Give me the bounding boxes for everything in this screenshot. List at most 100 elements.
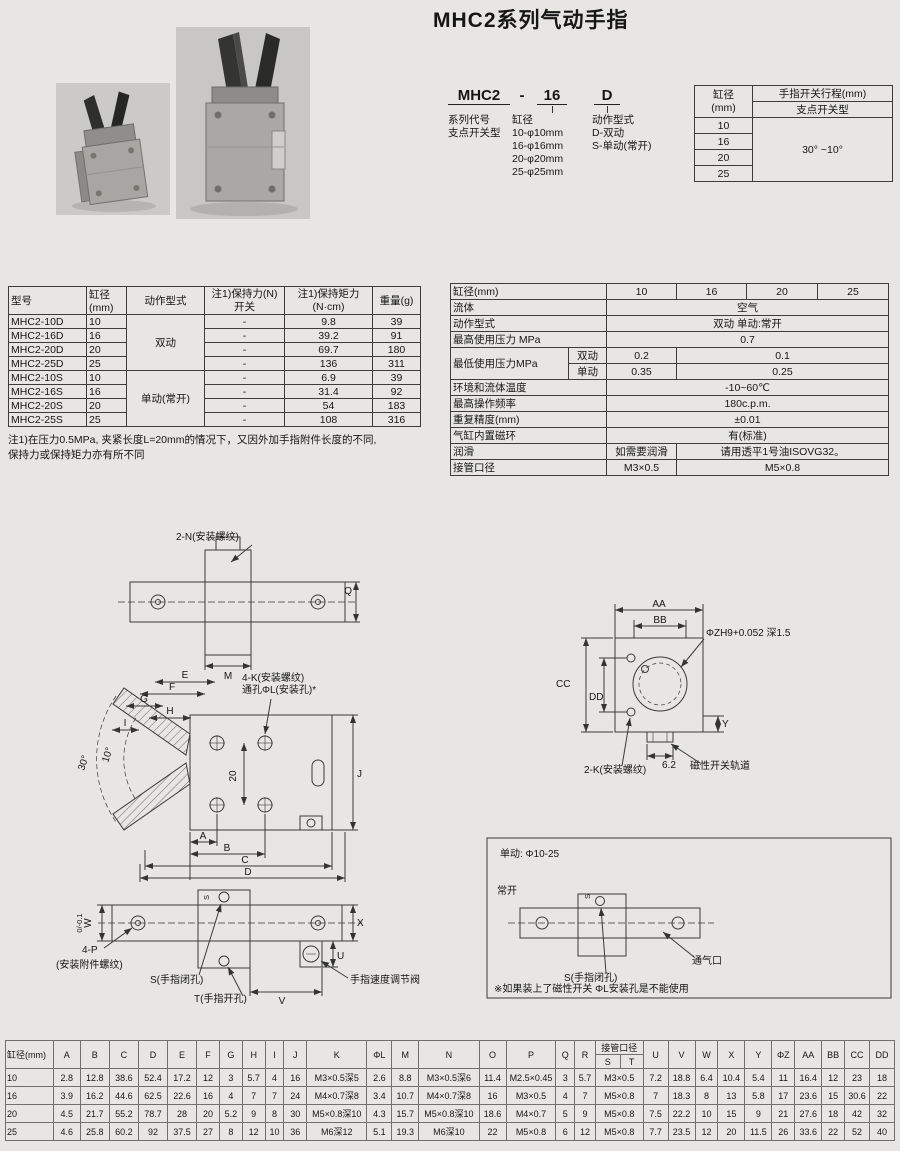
- dim-port-t: T: [619, 1054, 644, 1069]
- dim-table-row: 10 2.8 12.8 38.6 52.4 17.2 12 3 5.7 4 16…: [5, 1068, 896, 1087]
- label-dim-d: D: [244, 867, 251, 878]
- spec-label: 动作型式: [450, 315, 607, 332]
- drawing-single-acting-box: [486, 837, 892, 999]
- dim-cell: 38.6: [108, 1068, 139, 1087]
- spec-bore: 25: [817, 283, 889, 300]
- label-dim-dd: DD: [589, 692, 603, 703]
- spec-value: 0.7: [606, 331, 889, 348]
- table-row: 接管口径 M3×0.5 M5×0.8: [450, 459, 889, 476]
- dim-letter: K: [306, 1040, 368, 1069]
- dim-port: M5×0.8: [594, 1122, 644, 1141]
- dim-letter: P: [505, 1040, 557, 1069]
- dim-cell: 18: [868, 1068, 896, 1087]
- spec-label: 最高使用压力 MPa: [450, 331, 607, 348]
- dim-letter: E: [166, 1040, 198, 1069]
- ordering-action-option: S-单动(常开): [592, 140, 652, 152]
- stroke-bore: 10: [694, 117, 753, 134]
- label-finger-close-hole: S(手指闭孔): [150, 973, 203, 986]
- dim-letter: BB: [821, 1040, 846, 1069]
- label-magnet-switch-note: ※如果装上了磁性开关 ΦL安装孔是不能使用: [494, 982, 689, 995]
- moment-cell: 69.7: [284, 342, 373, 357]
- table-header-row: 型号 缸径(mm) 动作型式 注1)保持力(N) 开关 注1)保持矩力 (N·c…: [8, 286, 421, 315]
- moment-cell: 31.4: [284, 384, 373, 399]
- dim-cell: 3: [555, 1068, 576, 1087]
- dim-cell: 12: [196, 1068, 220, 1087]
- label-dim-y: Y: [722, 719, 729, 730]
- force-header: 注1)保持力(N) 开关: [204, 286, 285, 315]
- table-row: 动作型式 双动 单动:常开: [450, 315, 889, 332]
- dim-cell: 11: [771, 1068, 796, 1087]
- bore-cell: 16: [86, 384, 127, 399]
- table-header-row: 缸径(mm) A B C D E F G H I J K ΦL M N O P …: [5, 1040, 896, 1069]
- label-dim-cc: CC: [556, 679, 570, 690]
- dim-cell: 4: [218, 1086, 243, 1105]
- dim-cell: 22.6: [166, 1086, 198, 1105]
- label-air-port: 通气口: [692, 954, 722, 967]
- order-code-bore: 16: [537, 87, 567, 105]
- dim-cell: 21: [771, 1104, 796, 1123]
- moment-cell: 54: [284, 398, 373, 413]
- weight-cell: 180: [372, 342, 421, 357]
- order-code-action: D: [594, 87, 620, 105]
- label-s-mark: S: [583, 894, 592, 899]
- model-note-line2: 保持力或保持矩力亦有所不同: [8, 449, 145, 461]
- label-dim-z: ΦZH9+0.052 深1.5: [706, 627, 791, 639]
- label-dim-j: J: [357, 769, 362, 780]
- table-row: MHC2-20D 20 - 69.7 180: [8, 342, 421, 357]
- ordering-connector-line: [552, 106, 553, 113]
- dim-cell: 60.2: [108, 1122, 139, 1141]
- spec-value: 180c.p.m.: [606, 395, 889, 412]
- label-through-hole-l: 通孔ΦL(安装孔)*: [242, 683, 316, 696]
- dim-cell: 27: [196, 1122, 220, 1141]
- label-dim-m: M: [224, 671, 232, 682]
- finger-stroke-table: 缸径 (mm) 手指开关行程(mm) 支点开关型 10 30° ~10° 16 …: [694, 85, 893, 182]
- order-code-series: MHC2: [448, 87, 510, 105]
- stroke-header: 手指开关行程(mm): [752, 85, 893, 102]
- dim-cell: 13: [717, 1086, 746, 1105]
- dim-cell: M5×0.8: [505, 1122, 557, 1141]
- dim-port: M3×0.5: [594, 1068, 644, 1087]
- dim-letter: CC: [844, 1040, 870, 1069]
- spec-value: 0.2: [606, 347, 677, 364]
- weight-cell: 92: [372, 384, 421, 399]
- stroke-bore-header: 缸径 (mm): [694, 85, 753, 118]
- dim-cell: 5.2: [218, 1104, 243, 1123]
- model-cell: MHC2-20D: [8, 342, 87, 357]
- dim-cell: M4×0.7深8: [418, 1086, 480, 1105]
- dim-cell: 19.3: [391, 1122, 420, 1141]
- table-row: 缸径(mm) 10 16 20 25: [450, 283, 889, 300]
- dim-cell: 22: [821, 1122, 846, 1141]
- dim-cell: 8: [264, 1104, 285, 1123]
- weight-header: 重量(g): [372, 286, 421, 315]
- action-cell: 双动: [126, 314, 205, 371]
- spec-value: 0.1: [676, 347, 889, 364]
- dim-cell: 23: [844, 1068, 870, 1087]
- spec-label: 环境和流体温度: [450, 379, 607, 396]
- dim-cell: 10.7: [391, 1086, 420, 1105]
- dim-bore: 20: [5, 1104, 54, 1123]
- model-cell: MHC2-16S: [8, 384, 87, 399]
- table-row: 润滑 如需要润滑 请用透平1号油ISOVG32。: [450, 443, 889, 460]
- spec-value: 请用透平1号油ISOVG32。: [676, 443, 889, 460]
- dim-cell: 55.2: [108, 1104, 139, 1123]
- dim-cell: M4×0.7: [505, 1104, 557, 1123]
- force-cell: -: [204, 314, 285, 329]
- dim-cell: 5.7: [241, 1068, 266, 1087]
- table-row: 10 30° ~10°: [694, 117, 893, 182]
- moment-cell: 6.9: [284, 370, 373, 385]
- dim-cell: 92: [137, 1122, 169, 1141]
- dim-cell: 42: [844, 1104, 870, 1123]
- table-row: 支点开关型: [695, 101, 893, 118]
- dim-bore: 10: [5, 1068, 54, 1087]
- table-row: 最高操作频率 180c.p.m.: [450, 395, 889, 412]
- force-cell: -: [204, 342, 285, 357]
- dim-cell: M4×0.7深8: [306, 1086, 368, 1105]
- dim-cell: 5.7: [574, 1068, 596, 1087]
- label-dim-aa: AA: [652, 599, 666, 610]
- moment-cell: 108: [284, 412, 373, 427]
- dim-cell: M6深12: [306, 1122, 368, 1141]
- dim-cell: 6: [555, 1122, 576, 1141]
- label-single-acting-title: 单动: Φ10-25: [500, 848, 560, 860]
- dim-cell: 6.4: [694, 1068, 719, 1087]
- dim-cell: 21.7: [79, 1104, 110, 1123]
